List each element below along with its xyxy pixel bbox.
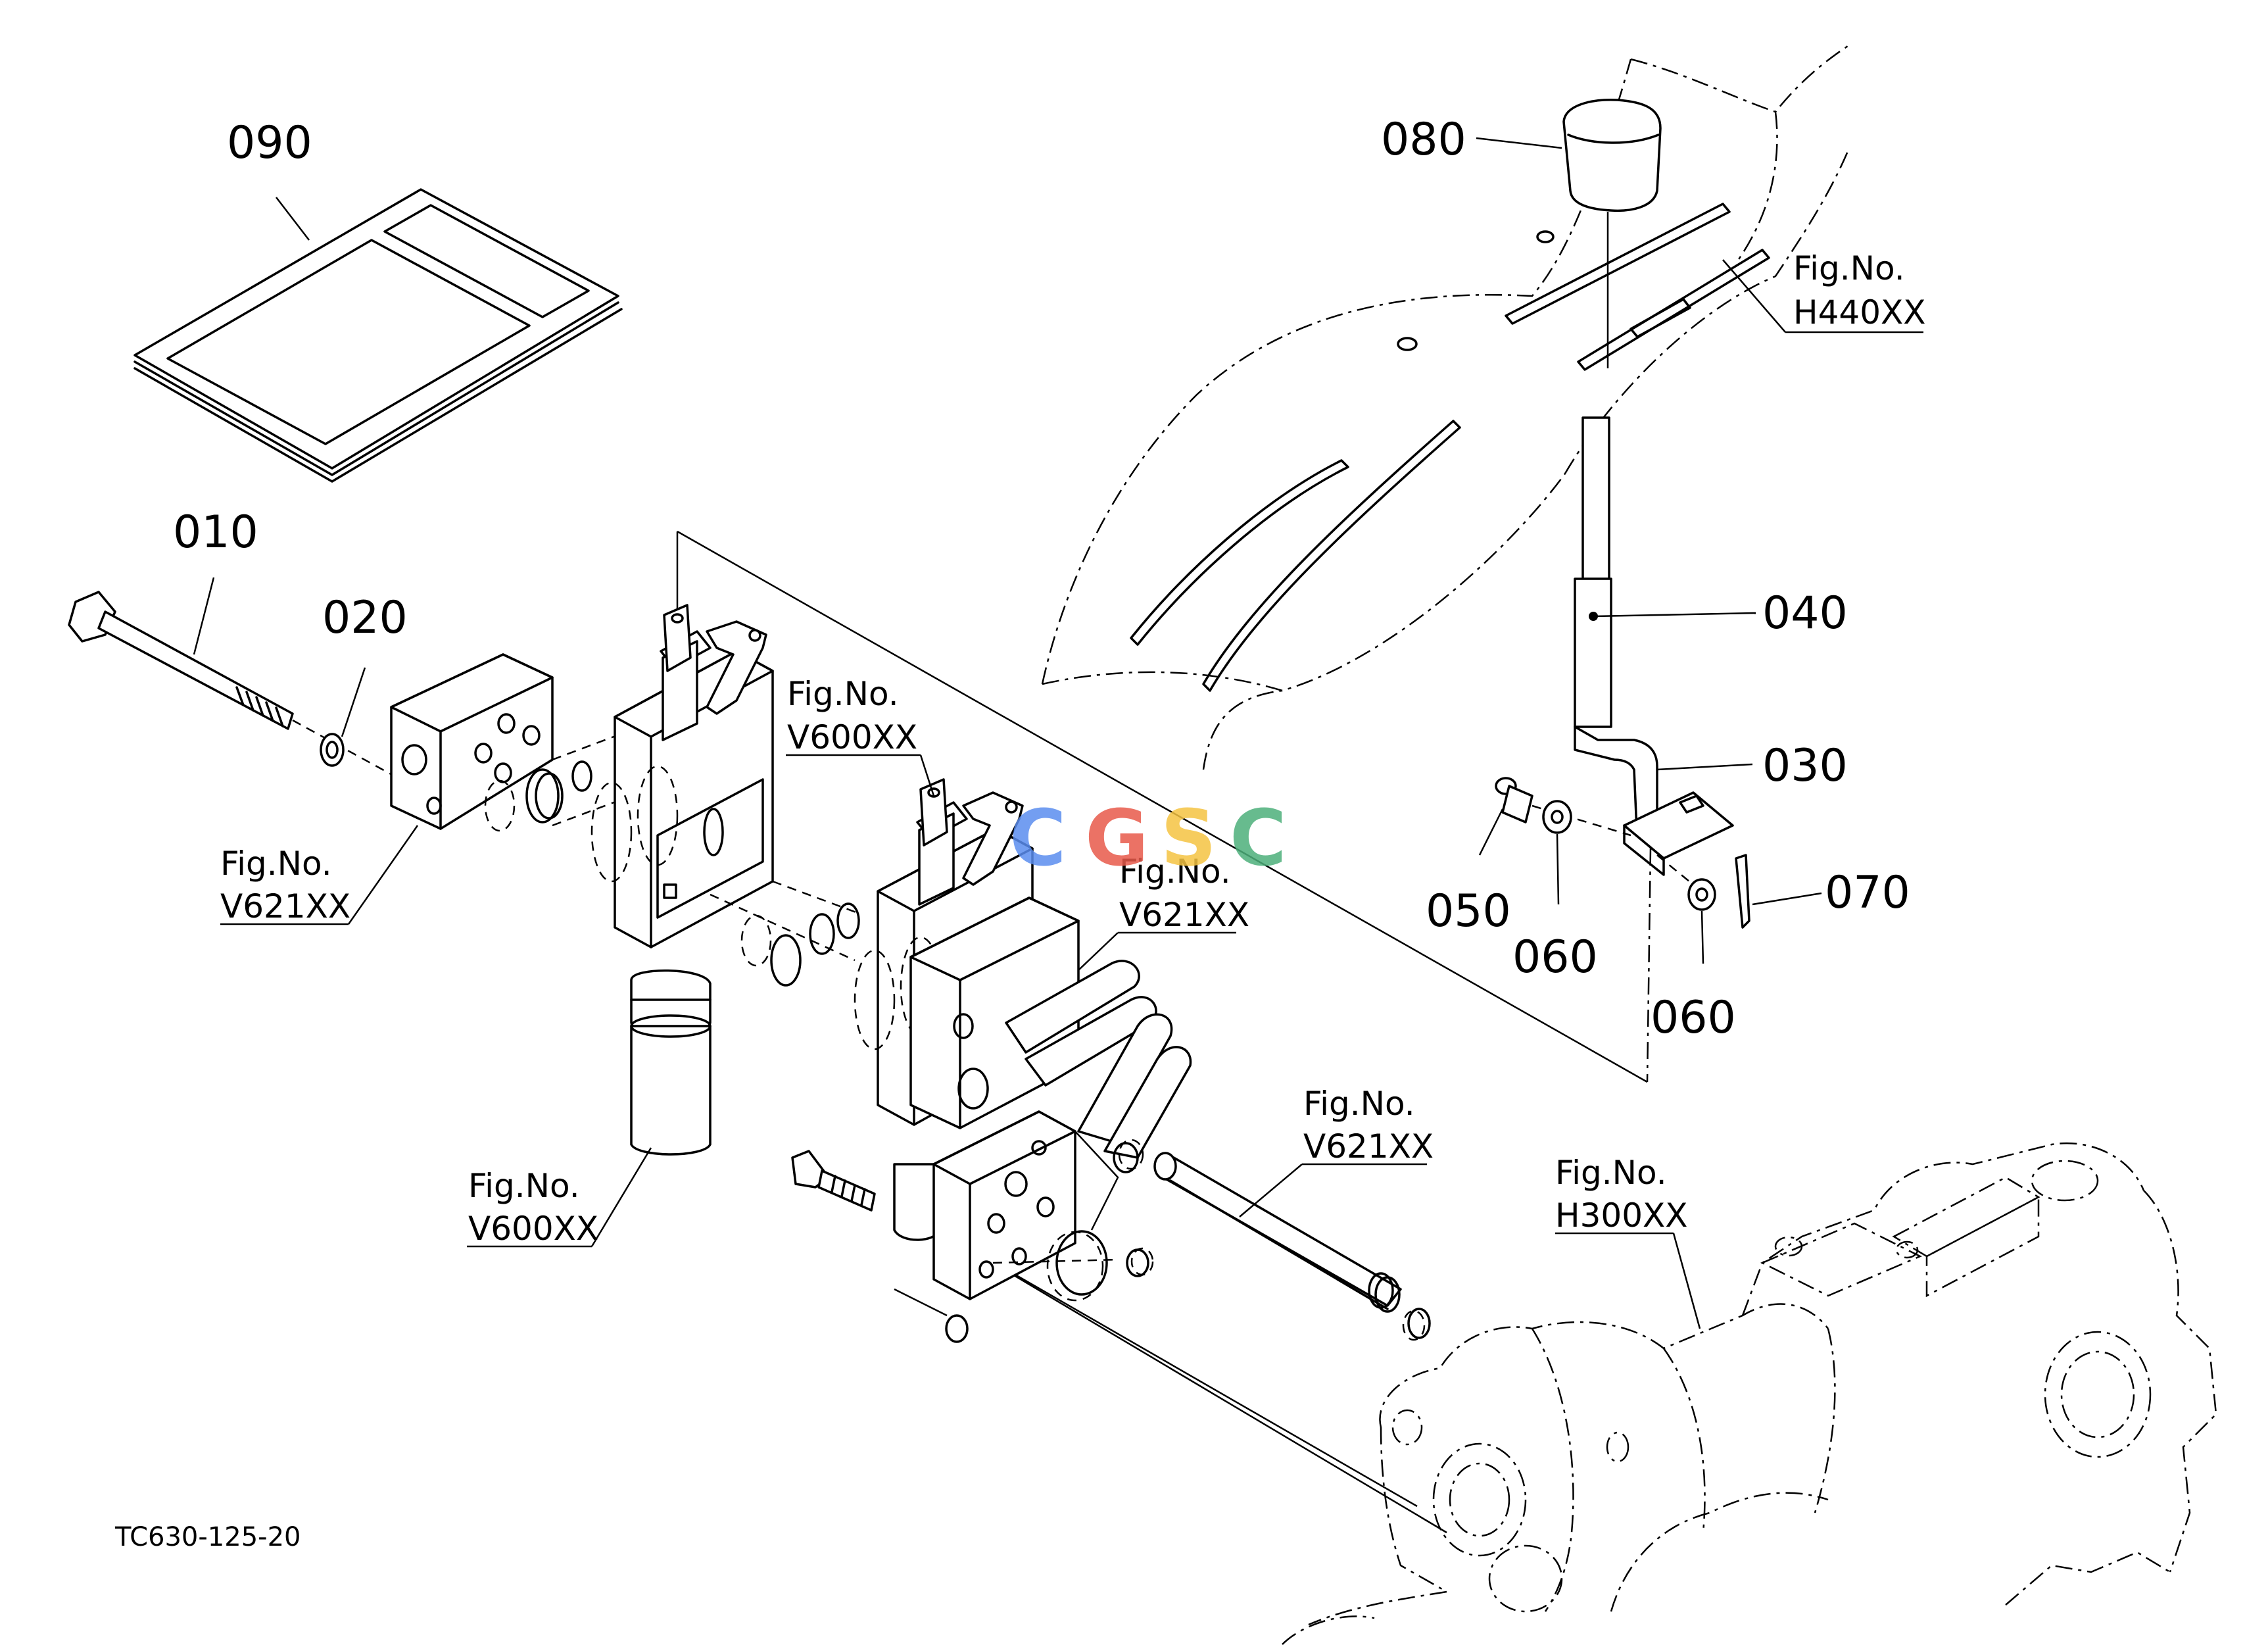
label-050: 050 <box>1426 885 1511 937</box>
cgsc-watermark: C G S C <box>1009 793 1287 883</box>
label-070: 070 <box>1825 867 1910 919</box>
leader-lines <box>193 137 1923 1329</box>
ref-v621-mid-title: Fig.No. <box>1119 852 1231 891</box>
ref-v621-lower-title: Fig.No. <box>1303 1085 1415 1123</box>
label-060a: 060 <box>1512 931 1598 983</box>
ref-h300-code: H300XX <box>1555 1196 1688 1235</box>
control-valve-upper <box>591 604 774 1156</box>
pipes <box>1005 960 1192 1159</box>
fender-panel <box>1041 45 1849 770</box>
label-010: 010 <box>173 506 258 558</box>
ref-h300-title: Fig.No. <box>1555 1154 1667 1192</box>
connecting-tube <box>1153 1152 1402 1313</box>
label-060b: 060 <box>1651 992 1736 1044</box>
seal-rings <box>945 1139 1431 1343</box>
watermark-letter-g: G <box>1085 793 1149 883</box>
label-030: 030 <box>1762 740 1848 792</box>
ref-v600-lower-title: Fig.No. <box>468 1167 580 1205</box>
ref-h440-code: H440XX <box>1793 293 1926 332</box>
ref-v600-upper-title: Fig.No. <box>787 675 899 713</box>
pin-and-washers <box>1495 777 1750 929</box>
watermark-letter-c1: C <box>1009 793 1067 883</box>
label-090: 090 <box>227 117 312 169</box>
ref-h440-title: Fig.No. <box>1793 249 1905 287</box>
diagram-code: TC630-125-20 <box>114 1522 301 1552</box>
lever-knob <box>1562 99 1662 368</box>
label-040: 040 <box>1762 587 1848 639</box>
o-rings-middle <box>710 880 862 987</box>
watermark-letter-s: S <box>1161 793 1217 883</box>
ref-v600-lower-code: V600XX <box>468 1210 598 1248</box>
hydraulic-fitting <box>791 1150 876 1212</box>
ref-v621-left-title: Fig.No. <box>220 845 332 883</box>
ref-v621-left-code: V621XX <box>220 887 350 925</box>
rear-axle-housing <box>1282 1142 2217 1645</box>
end-plate-left <box>390 653 554 830</box>
end-plate-lower <box>932 1110 1119 1300</box>
label-080: 080 <box>1381 114 1466 166</box>
label-020: 020 <box>322 592 408 644</box>
lever-assembly <box>1574 416 1734 1083</box>
long-bolt <box>68 591 395 777</box>
figure-references: Fig.No. V621XX Fig.No. V600XX Fig.No. V6… <box>220 249 1926 1248</box>
ref-v621-lower-code: V621XX <box>1303 1127 1434 1166</box>
part-labels: 090 010 020 080 040 030 050 060 060 070 <box>173 114 1910 1044</box>
manual-booklet <box>133 188 623 483</box>
ref-v621-mid-code: V621XX <box>1119 896 1249 934</box>
watermark-letter-c2: C <box>1230 793 1287 883</box>
ref-v600-upper-code: V600XX <box>787 718 917 756</box>
